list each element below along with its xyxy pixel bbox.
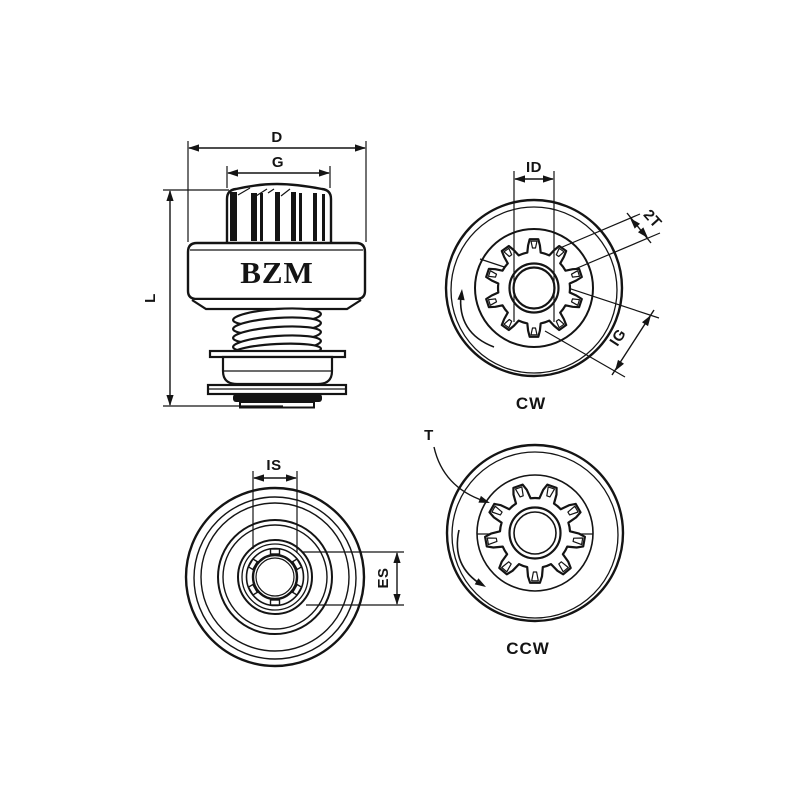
tooth-gap bbox=[260, 193, 263, 241]
dimension-L: L bbox=[142, 189, 283, 407]
tooth-tip-facet bbox=[255, 188, 268, 197]
dim-label-id: ID bbox=[526, 159, 542, 176]
base-ring bbox=[239, 401, 315, 409]
arrowhead bbox=[253, 474, 264, 482]
pinion-gear-cw-facets bbox=[487, 240, 581, 336]
outer-circle-3 bbox=[200, 502, 350, 652]
side-view: BZM D bbox=[142, 129, 367, 409]
bore-inner-circle bbox=[513, 511, 557, 555]
dimension-G: G bbox=[226, 154, 331, 188]
dimension-D: D bbox=[187, 129, 367, 242]
collar-assembly bbox=[206, 349, 348, 409]
arrowhead bbox=[393, 552, 401, 563]
mid-circle-1 bbox=[217, 519, 333, 635]
tooth-tip-facet bbox=[267, 188, 275, 194]
spline-tab bbox=[269, 599, 281, 606]
arrowhead bbox=[457, 289, 465, 301]
arrowhead bbox=[355, 144, 366, 152]
housing-circle bbox=[474, 228, 594, 348]
outer-circle bbox=[184, 486, 366, 668]
arrowhead bbox=[474, 578, 486, 587]
bore-circle bbox=[251, 553, 299, 601]
arrowhead bbox=[393, 594, 401, 605]
dimension-ID: ID bbox=[513, 159, 555, 322]
dim-label-d: D bbox=[271, 129, 282, 146]
cw-rotation-arrow-arc bbox=[459, 293, 495, 348]
arrowhead bbox=[543, 175, 554, 183]
dim-line bbox=[626, 212, 652, 244]
rear-view: IS ES bbox=[184, 457, 404, 668]
tooth-gap bbox=[322, 194, 325, 241]
arrowhead bbox=[478, 495, 490, 503]
clutch-body: BZM bbox=[186, 241, 367, 311]
arrowhead bbox=[615, 359, 625, 371]
outer-rim-circle bbox=[445, 443, 625, 623]
dim-label-l: L bbox=[142, 293, 159, 303]
arrowhead bbox=[514, 175, 525, 183]
arrowhead bbox=[319, 169, 330, 177]
dim-label-2t: 2T bbox=[640, 206, 665, 231]
arrowhead bbox=[637, 227, 648, 238]
tooth-gap bbox=[275, 192, 280, 241]
rubber-ring bbox=[233, 394, 322, 402]
ccw-rotation-arrow-arc bbox=[456, 529, 483, 586]
dim-label-ig: IG bbox=[607, 326, 630, 349]
ext-line-2t bbox=[559, 213, 641, 249]
outer-circle-2 bbox=[193, 496, 357, 660]
ccw-label: CCW bbox=[506, 639, 550, 658]
brand-text: BZM bbox=[240, 255, 314, 290]
teeth-block-outline bbox=[225, 182, 333, 243]
pinion-gear-ccw-facets bbox=[486, 486, 584, 582]
arrowhead bbox=[188, 144, 199, 152]
t-leader-line bbox=[433, 446, 485, 502]
bore-inner-circle bbox=[512, 266, 556, 310]
rim-lip-circle bbox=[450, 206, 618, 374]
hub-circle-1 bbox=[237, 539, 313, 615]
spline-tabs bbox=[247, 548, 303, 606]
outer-rim-circle bbox=[444, 198, 624, 378]
tooth-gap bbox=[313, 193, 317, 241]
front-view-ccw: T CCW bbox=[424, 427, 625, 658]
rim-lip-circle bbox=[451, 451, 619, 619]
arrowhead bbox=[227, 169, 238, 177]
dimension-IS: IS bbox=[252, 457, 298, 553]
bore-inner-circle bbox=[255, 557, 295, 597]
dim-label-is: IS bbox=[266, 457, 281, 474]
arrowhead bbox=[166, 395, 174, 406]
dimension-2T: 2T bbox=[626, 206, 665, 244]
mid-circle-2 bbox=[222, 524, 328, 630]
ext-line-ig bbox=[544, 330, 626, 378]
body-bottom-bevel bbox=[191, 299, 362, 311]
front-view-cw: ID 2T IG CW bbox=[444, 159, 665, 413]
hub-circle-2 bbox=[241, 543, 309, 611]
body-outline bbox=[186, 241, 367, 301]
tooth-gap bbox=[291, 192, 296, 241]
arrowhead bbox=[630, 218, 641, 229]
arrowhead bbox=[641, 315, 651, 327]
tooth-gap bbox=[251, 193, 257, 241]
tooth-tip-facet bbox=[237, 187, 251, 196]
dim-label-es: ES bbox=[375, 567, 392, 588]
dimension-ES: ES bbox=[302, 551, 404, 606]
dimension-IG: IG bbox=[607, 309, 655, 376]
arrowhead bbox=[286, 474, 297, 482]
pinion-teeth-side bbox=[225, 182, 333, 243]
label-T: T bbox=[424, 427, 490, 503]
cw-label: CW bbox=[516, 394, 546, 413]
housing-circle bbox=[476, 474, 594, 592]
tooth-gap bbox=[230, 192, 237, 241]
tooth-gap bbox=[299, 193, 302, 241]
spline-ring bbox=[245, 547, 305, 607]
dim-label-t: T bbox=[424, 427, 434, 444]
dim-label-g: G bbox=[272, 154, 284, 171]
arrowhead bbox=[166, 190, 174, 201]
spline-tab bbox=[269, 548, 281, 555]
tooth-tip-facet bbox=[280, 188, 291, 197]
